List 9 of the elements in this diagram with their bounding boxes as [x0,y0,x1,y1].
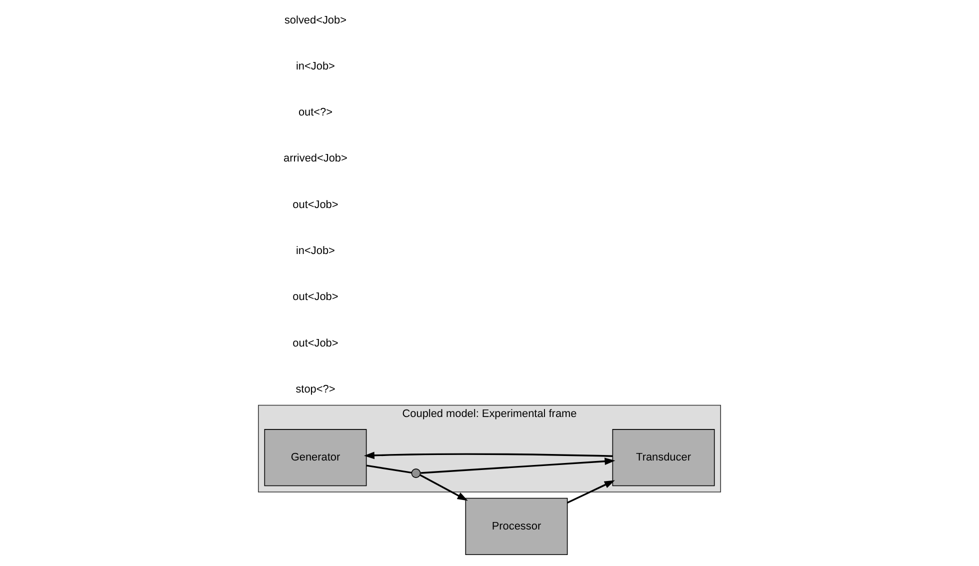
label: out<?> [298,106,333,119]
label: stop<?> [296,383,336,396]
label: out<Job> [292,291,338,304]
label: out<Job> [292,198,338,211]
label: arrived<Job> [284,152,348,165]
label: in<Job> [296,60,335,72]
label: solved<Job> [284,14,346,26]
label: in<Job> [296,245,335,258]
label: out<Job> [292,337,338,350]
